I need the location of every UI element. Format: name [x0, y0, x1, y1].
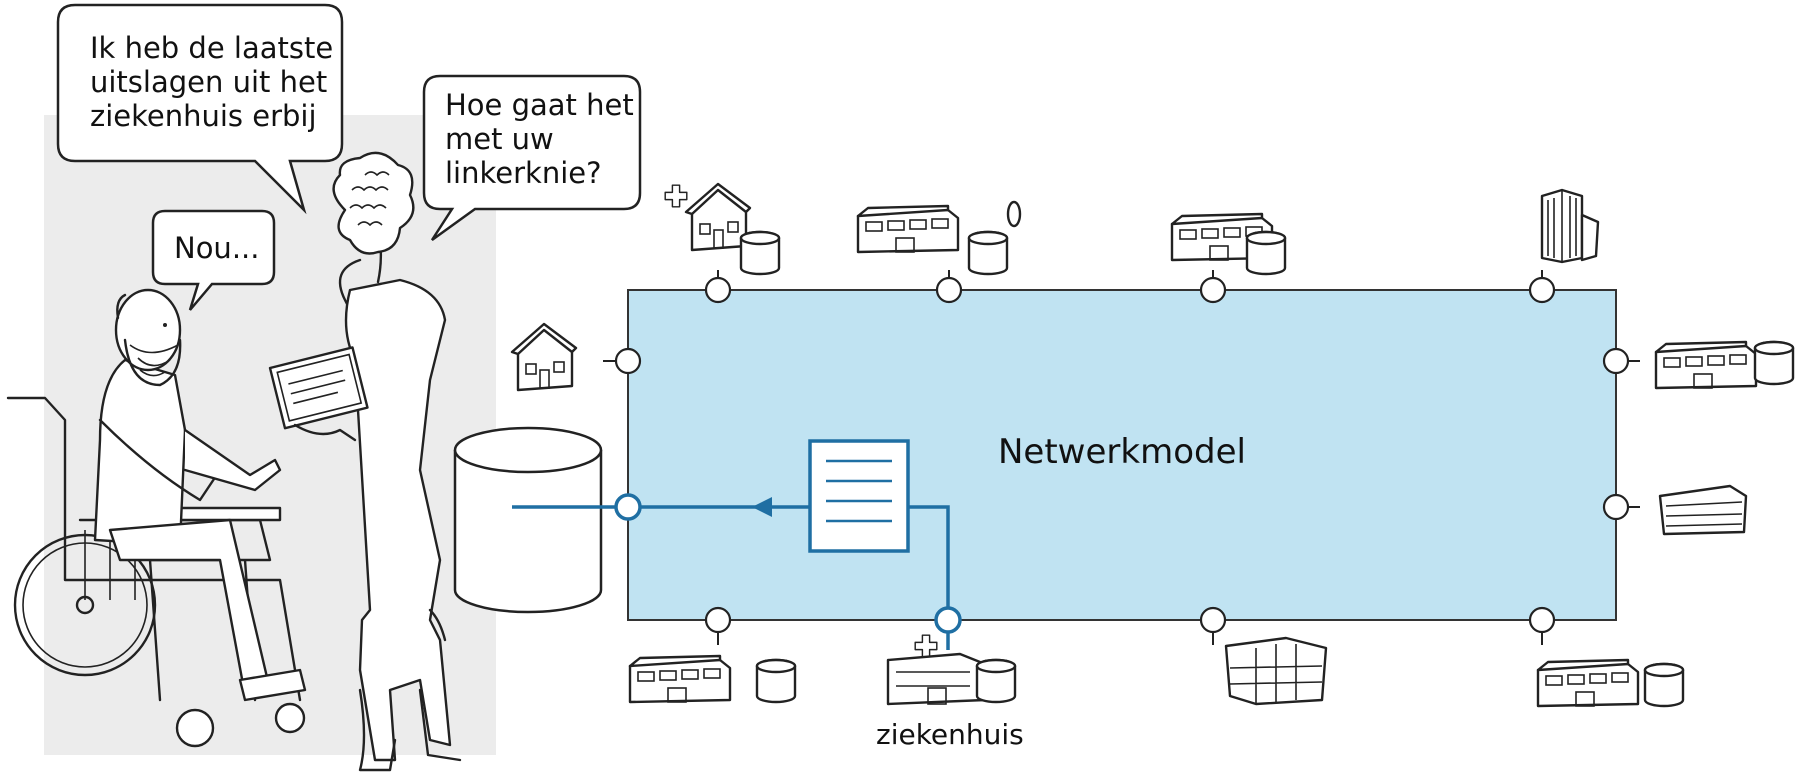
- doctor-speech-line: met uw: [445, 122, 554, 156]
- hospital-results-data-flow: [512, 439, 962, 650]
- hospital-with-database-icon: [886, 634, 1017, 706]
- network-model-title: Netwerkmodel: [998, 432, 1246, 472]
- doctor-speech-bubble: Hoe gaat het met uw linkerknie?: [422, 74, 643, 242]
- clinic-with-database-icon: [856, 200, 1022, 276]
- relative-speech-line: uitslagen uit het: [90, 65, 327, 99]
- patient-in-wheelchair-illustration: [6, 288, 307, 748]
- flow-arrow-icon: [752, 497, 772, 517]
- hospital-connection-point: [934, 606, 962, 634]
- relative-speech-line: ziekenhuis erbij: [90, 99, 317, 133]
- relative-speech-text: Ik heb de laatste uitslagen uit het ziek…: [90, 31, 342, 133]
- family-home-icon: [510, 322, 578, 392]
- patient-speech-text: Nou...: [174, 231, 259, 265]
- doctor-speech-line: Hoe gaat het: [445, 88, 634, 122]
- patient-speech-bubble: Nou...: [151, 209, 276, 311]
- local-connection-point: [614, 493, 642, 521]
- office-tower-icon: [1540, 188, 1600, 264]
- modern-building-icon: [1224, 636, 1328, 706]
- shared-database-cylinder-icon: [453, 426, 603, 614]
- general-practice-with-database-icon: [628, 654, 797, 704]
- doctor-speech-text: Hoe gaat het met uw linkerknie?: [445, 88, 643, 190]
- office-block-icon: [1658, 484, 1748, 536]
- care-center-with-database-icon: [1536, 658, 1685, 708]
- doctor-illustration: [268, 151, 462, 772]
- relative-speech-bubble: Ik heb de laatste uitslagen uit het ziek…: [56, 3, 344, 215]
- pharmacy-with-database-icon: [1170, 212, 1287, 276]
- relative-speech-line: Ik heb de laatste: [90, 31, 333, 65]
- hospital-label: ziekenhuis: [876, 718, 1024, 751]
- network-model-panel: [627, 289, 1617, 621]
- care-home-with-database-icon: [664, 182, 781, 276]
- doctor-speech-line: linkerknie?: [445, 156, 601, 190]
- network-connection-points: [614, 276, 1630, 634]
- lab-with-database-icon: [1654, 340, 1795, 390]
- medical-document-icon: [808, 439, 910, 553]
